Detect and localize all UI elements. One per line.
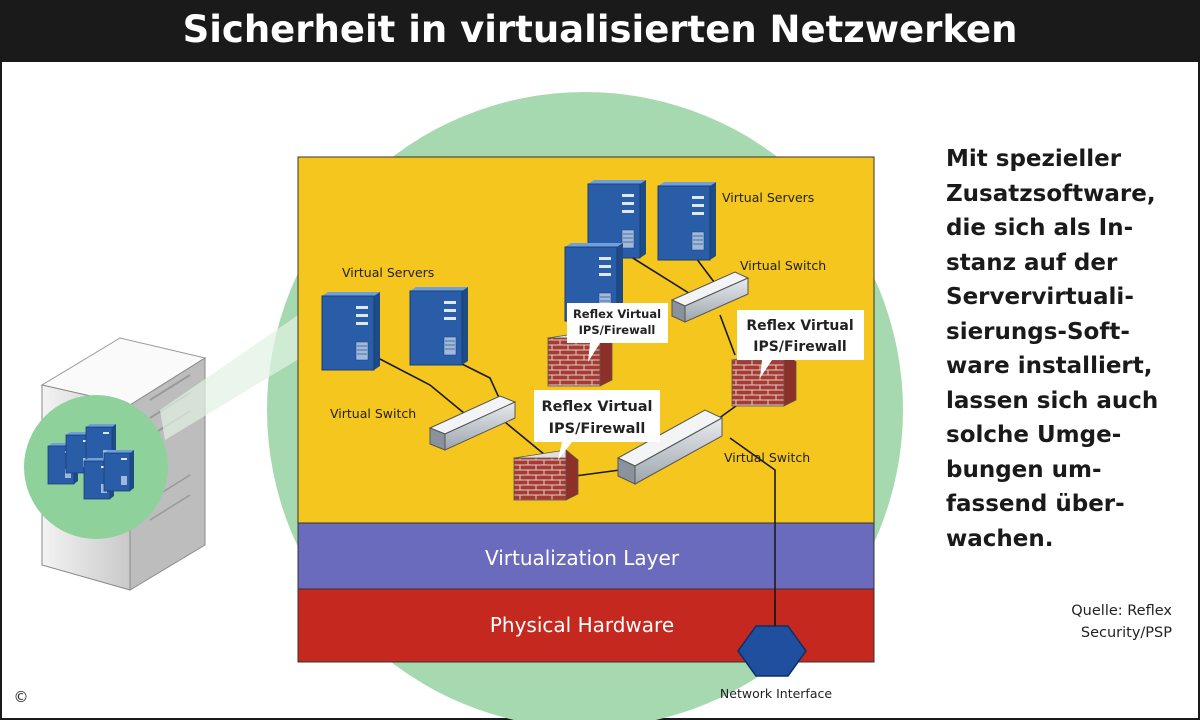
title-bar: Sicherheit in virtualisierten Netzwerken (0, 0, 1200, 62)
network-interface-label: Network Interface (720, 686, 832, 701)
virtual-server-icon (657, 181, 717, 261)
switch-icon (428, 395, 517, 451)
virtualization-layer-label: Virtualization Layer (485, 546, 680, 570)
firewall-label-line1: Reflex Virtual (541, 399, 652, 415)
virtual-servers-label: Virtual Servers (342, 265, 434, 280)
firewall-callout: Reflex Virtual IPS/Firewall (737, 310, 864, 378)
virtual-switch-label: Virtual Switch (330, 406, 416, 421)
virtual-server-cluster-icon (24, 395, 168, 539)
virtual-server-icon (409, 286, 469, 366)
source-note: Quelle: Reflex Security/PSP (1071, 603, 1172, 641)
switch-icon (670, 271, 750, 323)
firewall-label-line2: IPS/Firewall (579, 323, 656, 337)
firewall-callout: Reflex Virtual IPS/Firewall (567, 303, 668, 362)
virtual-servers-label: Virtual Servers (722, 190, 814, 205)
firewall-label-line1: Reflex Virtual (573, 307, 661, 321)
firewall-icon (731, 351, 797, 407)
virtual-server-icon (321, 291, 381, 371)
switch-icon (616, 409, 724, 485)
physical-hardware-label: Physical Hardware (490, 613, 674, 637)
zoom-connector (160, 300, 330, 440)
firewall-callout: Reflex Virtual IPS/Firewall (534, 390, 660, 460)
virtual-switch-label: Virtual Switch (724, 450, 810, 465)
firewall-label-line1: Reflex Virtual (746, 318, 853, 334)
firewall-label-line2: IPS/Firewall (753, 339, 846, 355)
firewall-icon (513, 449, 579, 501)
copyright-icon: © (13, 688, 29, 706)
page-title: Sicherheit in virtualisierten Netzwerken (182, 8, 1018, 51)
virtual-switch-label: Virtual Switch (740, 258, 826, 273)
description-text: Mit spezieller Zusatzsoftware, die sich … (946, 146, 1159, 552)
network-diagram: Virtualization Layer Physical Hardware (24, 92, 903, 720)
firewall-label-line2: IPS/Firewall (549, 421, 646, 437)
virtualization-layer (297, 522, 875, 590)
network-interface-icon (737, 600, 807, 677)
